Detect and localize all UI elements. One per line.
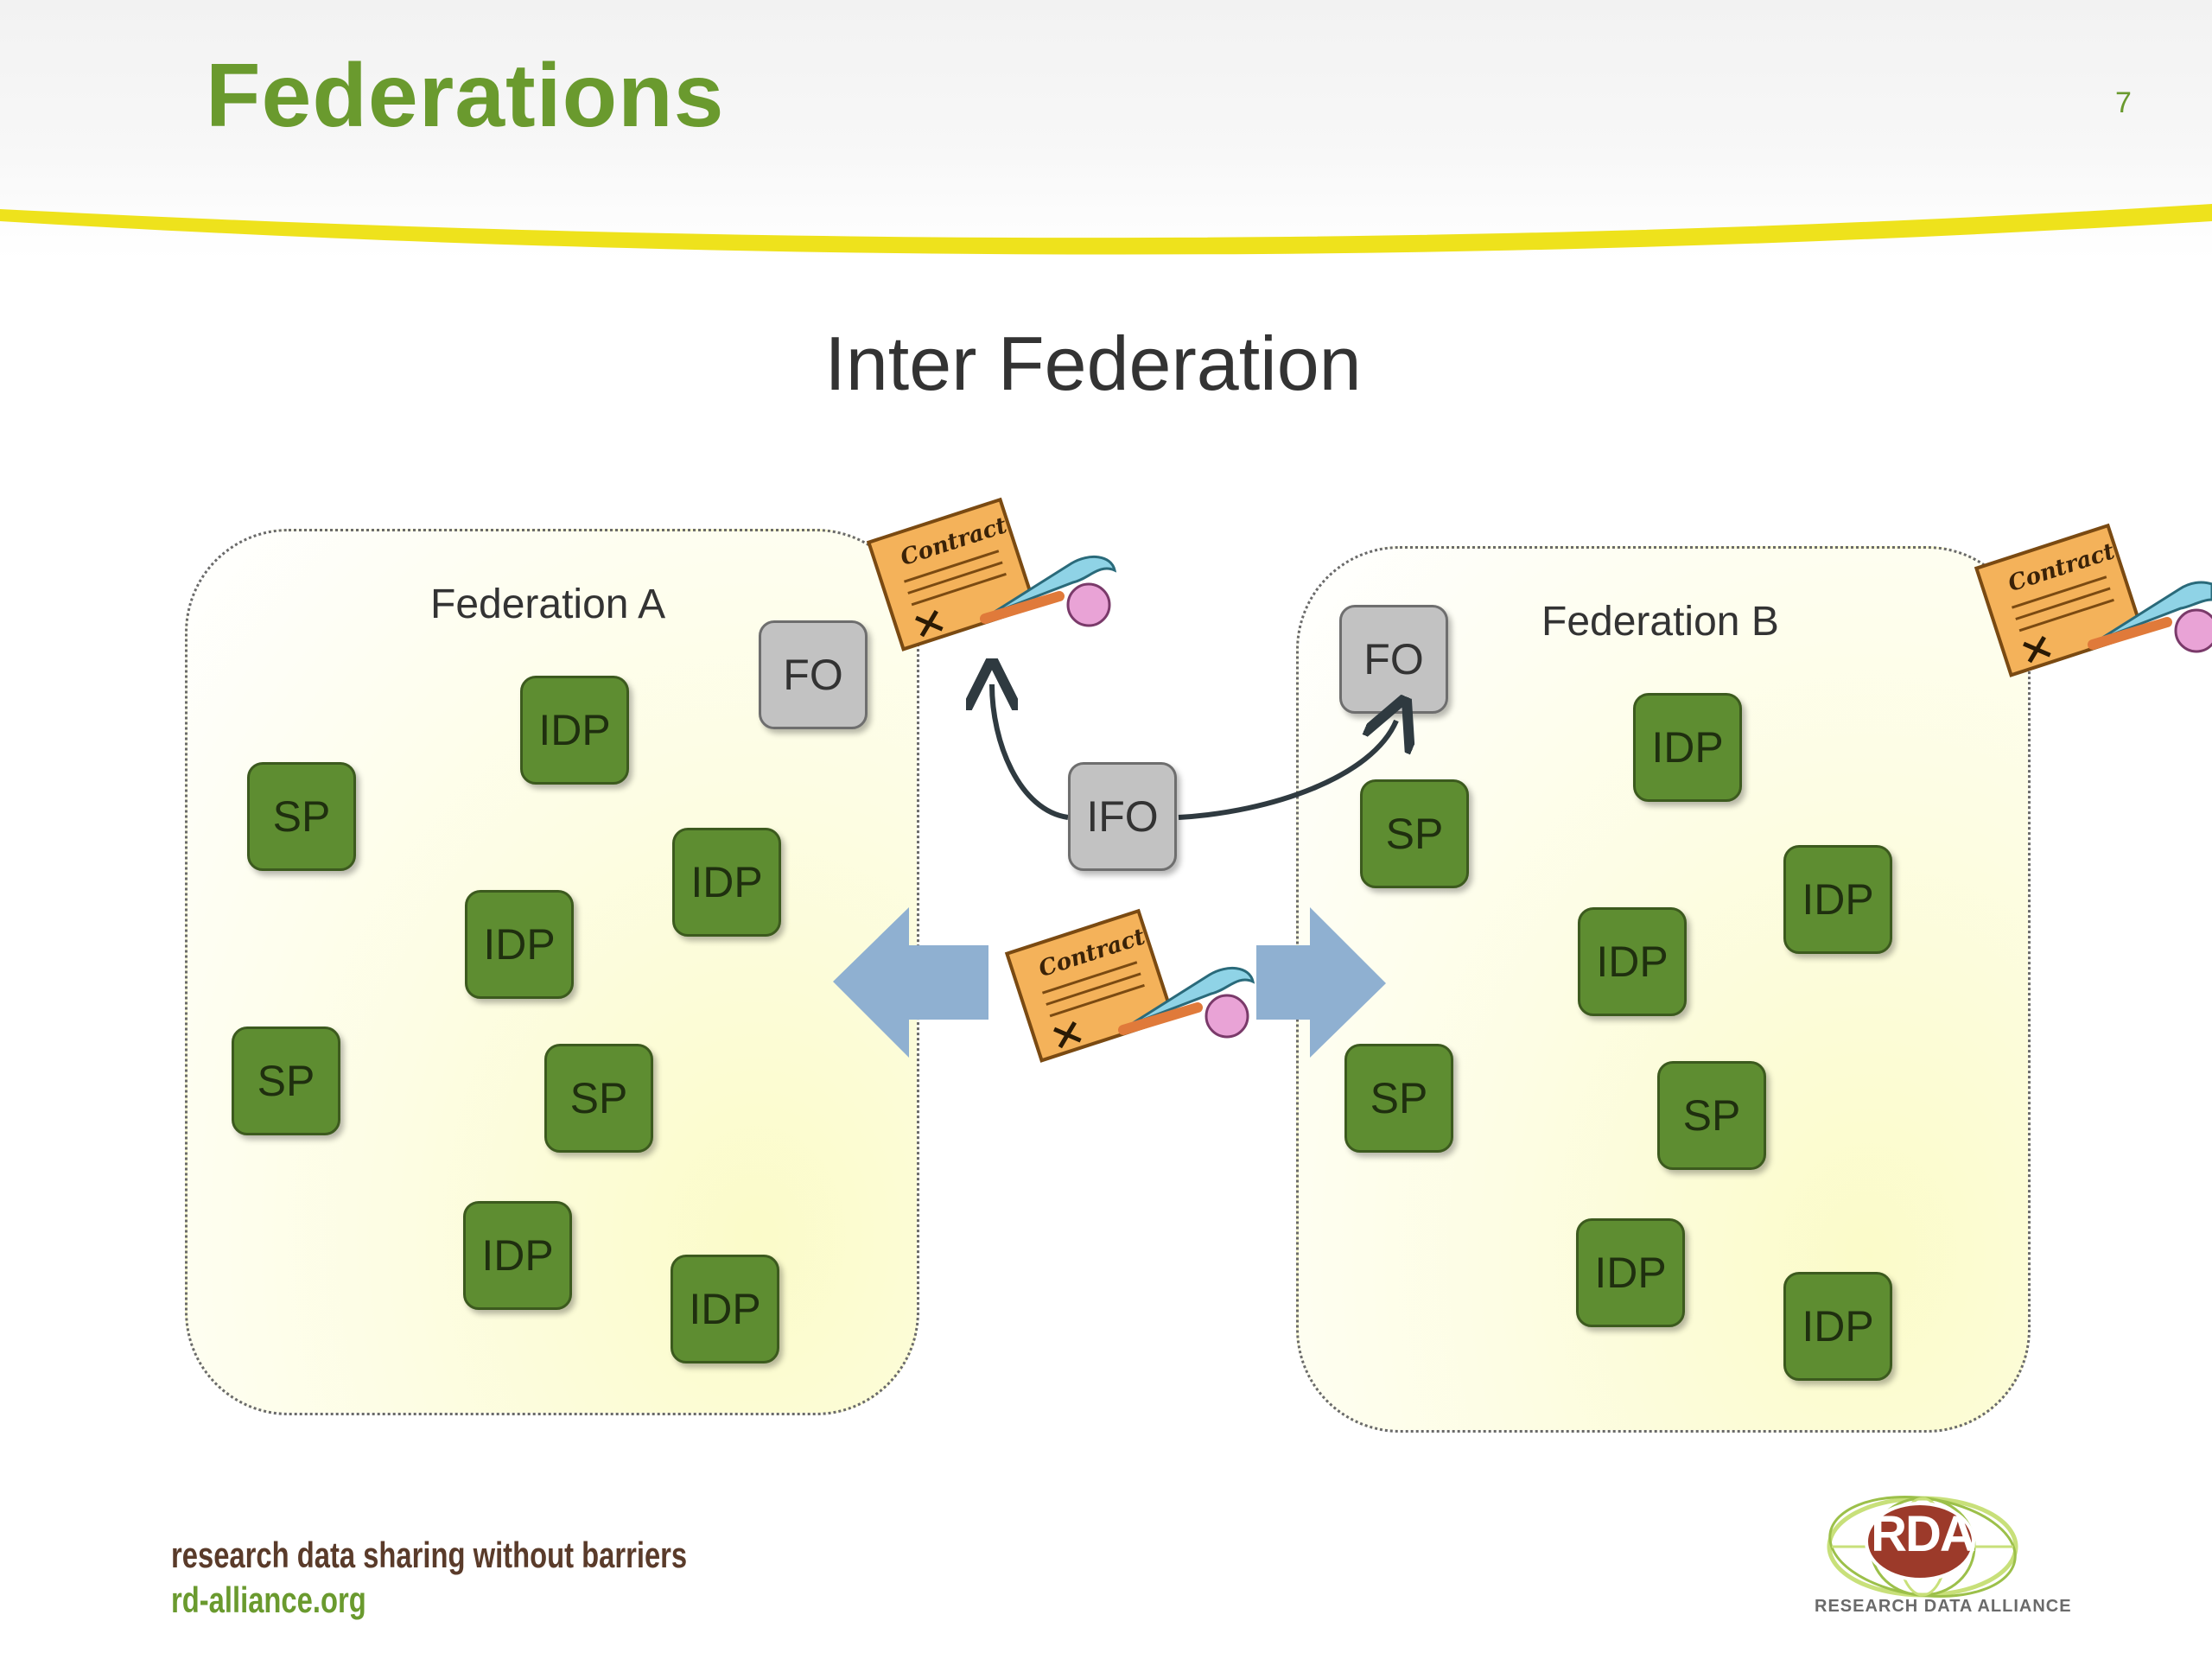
federation-a-idp-node: IDP [672,828,781,937]
rda-logo-subtext: RESEARCH DATA ALLIANCE [1815,1597,2072,1616]
contract-icon: Contract [1974,523,2212,677]
left-blue-arrow [833,907,988,1058]
contract-icon: Contract [1004,908,1255,1063]
ifo-to-fo-b-curve [1178,721,1396,820]
federation-a-idp-node: IDP [463,1201,572,1310]
rda-logo-text: RDA [1871,1506,1976,1562]
ifo-node: IFO [1068,762,1177,871]
federation-a-sp-node: SP [232,1027,340,1135]
header-band [0,0,2212,259]
federation-b-idp-node: IDP [1783,1272,1892,1381]
footer-tagline: research data sharing without barriers [171,1535,688,1575]
diagram-title: Inter Federation [824,321,1362,406]
right-blue-arrow [1256,907,1386,1058]
federation-a-sp-node: SP [544,1044,653,1153]
federation-b-label: Federation B [1541,599,1779,645]
federation-b-sp-node: SP [1344,1044,1453,1153]
federation-b-idp-node: IDP [1633,693,1742,802]
federation-a-sp-node: SP [247,762,356,871]
federation-b-idp-node: IDP [1578,907,1687,1016]
federation-b-idp-node: IDP [1576,1218,1685,1327]
federation-b-sp-node: SP [1360,779,1469,888]
federation-b-fo-node: FO [1339,605,1448,714]
ifo-to-contract-curve [992,684,1069,820]
federation-b-sp-node: SP [1657,1061,1766,1170]
footer-url[interactable]: rd-alliance.org [171,1580,366,1620]
federation-a-idp-node: IDP [465,890,574,999]
federation-a-fo-node: FO [759,620,868,729]
federation-a-idp-node: IDP [671,1255,779,1363]
yellow-swoosh [0,204,2212,255]
slide-title: Federations [206,46,725,146]
rda-logo [1827,1496,2018,1598]
federation-a-label: Federation A [430,582,666,627]
federation-a-idp-node: IDP [520,676,629,785]
contract-icon: Contract [866,497,1117,652]
federation-b-idp-node: IDP [1783,845,1892,954]
slide-number: 7 [2115,86,2132,119]
